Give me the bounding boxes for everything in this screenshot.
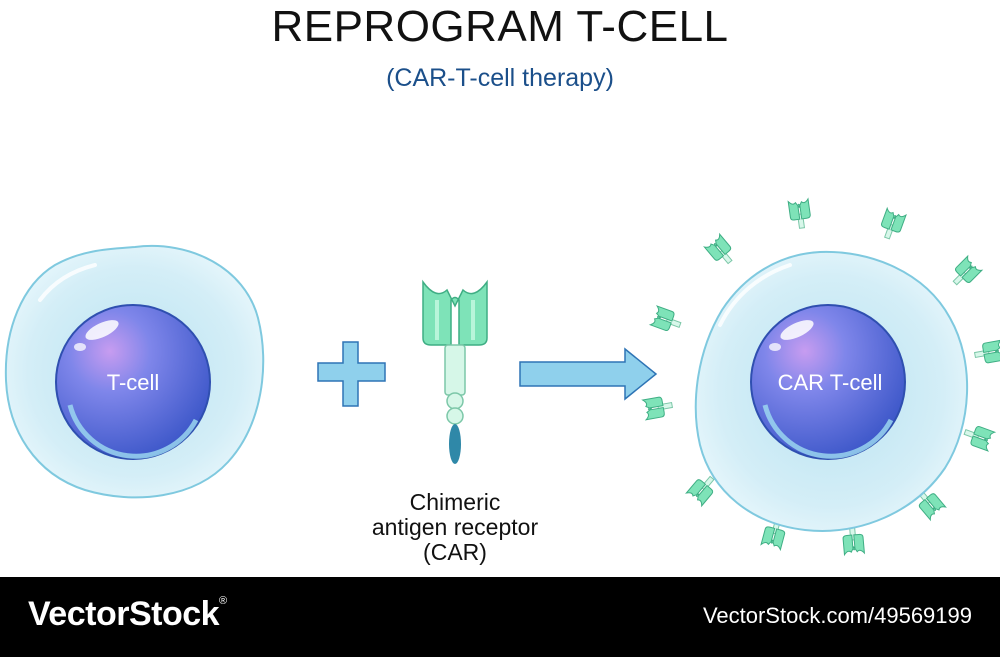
registered-mark: ® <box>219 595 227 607</box>
car-caption-line: antigen receptor <box>371 514 539 540</box>
car-receptor-mini <box>961 422 996 452</box>
plus-sign <box>317 341 386 407</box>
car-t-cell-label: CAR T-cell <box>778 370 883 395</box>
car-caption-line: (CAR) <box>423 539 487 565</box>
car-receptor-mini <box>787 198 813 230</box>
diagram-subtitle: (CAR-T-cell therapy) <box>386 64 614 92</box>
car-receptor-mini <box>972 339 1000 366</box>
car-receptor-mini <box>649 305 684 335</box>
brand-name: VectorStock <box>28 595 220 633</box>
brand-logo: VectorStock® <box>28 595 227 634</box>
car-t-cell: CAR T-cell <box>642 198 1000 556</box>
arrow <box>519 347 658 401</box>
car-receptor-mini <box>947 255 983 291</box>
diagram-title: REPROGRAM T-CELL <box>271 2 729 51</box>
car-t-cell-nucleus <box>750 304 906 460</box>
car-receptor-mini <box>703 233 739 269</box>
car-receptor-mini <box>642 394 675 421</box>
t-cell: T-cell <box>4 245 265 499</box>
car-receptor-mini <box>877 207 907 242</box>
car-caption-line: Chimeric <box>409 489 501 515</box>
t-cell-label: T-cell <box>107 370 160 395</box>
diagram-canvas: T-cell CAR T-cell <box>4 198 1000 556</box>
stock-id: VectorStock.com/49569199 <box>702 603 972 628</box>
car-caption: Chimeric antigen receptor (CAR) <box>330 490 580 565</box>
t-cell-nucleus <box>55 304 211 460</box>
watermark-footer: VectorStock® VectorStock.com/49569199 <box>0 577 1000 657</box>
car-receptor <box>422 279 488 464</box>
